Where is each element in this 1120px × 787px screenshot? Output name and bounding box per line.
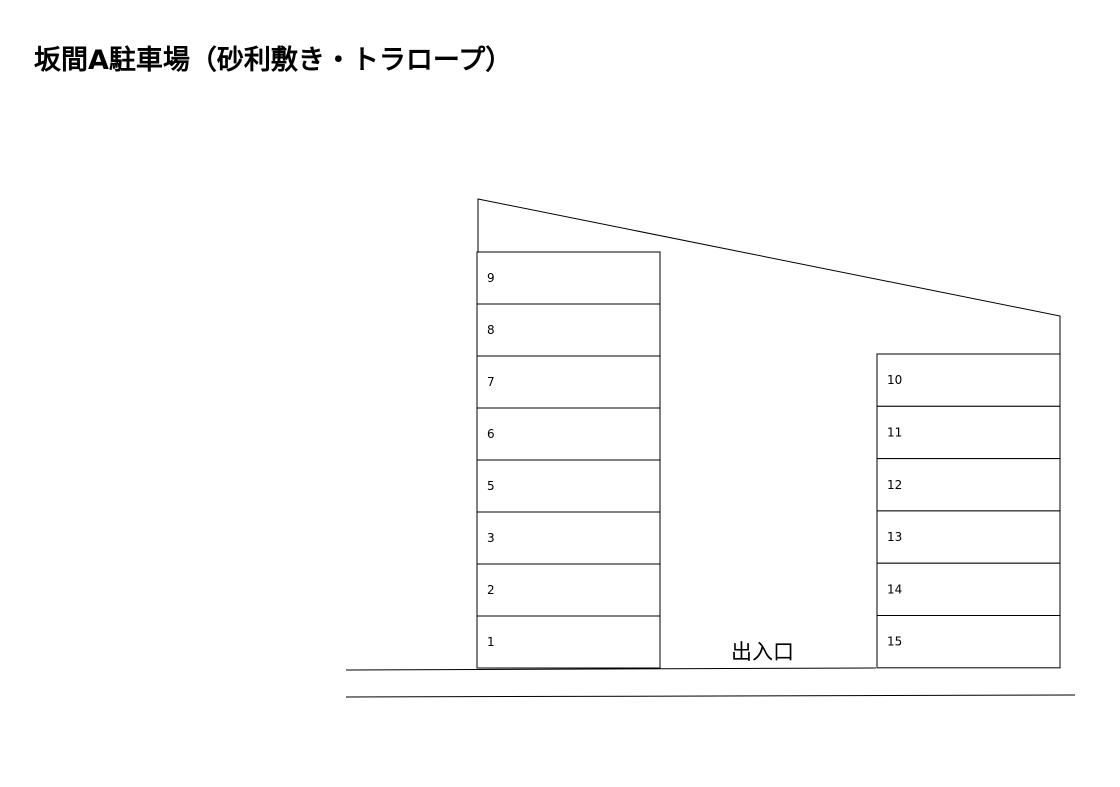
parking-slot bbox=[476, 407, 661, 461]
parking-slot-number: 2 bbox=[487, 583, 495, 597]
parking-slot bbox=[876, 353, 1061, 407]
parking-slot bbox=[476, 303, 661, 357]
parking-slot bbox=[476, 459, 661, 513]
entrance-label: 出入口 bbox=[731, 640, 794, 664]
parking-slot bbox=[876, 615, 1061, 669]
parking-slot-number: 6 bbox=[487, 427, 495, 441]
road-line-upper bbox=[345, 667, 877, 671]
parking-slot-number: 5 bbox=[487, 479, 495, 493]
parking-slot-number: 12 bbox=[887, 478, 902, 492]
parking-slot bbox=[876, 405, 1061, 460]
parking-slot-number: 7 bbox=[487, 375, 495, 389]
parking-slot-number: 13 bbox=[887, 530, 902, 544]
parking-slot-number: 14 bbox=[887, 582, 902, 596]
parking-slot bbox=[476, 251, 661, 305]
parking-slot-number: 8 bbox=[487, 323, 495, 337]
parking-slot-number: 15 bbox=[887, 635, 902, 649]
parking-slot bbox=[476, 615, 661, 669]
parking-slot bbox=[876, 458, 1061, 512]
parking-slot bbox=[876, 510, 1061, 564]
parking-slot bbox=[876, 562, 1061, 617]
lot-boundary bbox=[477, 198, 1061, 355]
left-slot-column: 9 8 7 6 5 3 2 1 bbox=[476, 251, 661, 669]
parking-slot-number: 3 bbox=[487, 531, 495, 545]
parking-slot-number: 9 bbox=[487, 271, 495, 285]
parking-slot bbox=[476, 355, 661, 409]
parking-slot-number: 11 bbox=[887, 425, 902, 439]
parking-slot bbox=[476, 563, 661, 617]
right-slot-column: 10 11 12 13 14 15 bbox=[876, 353, 1061, 669]
parking-slot bbox=[476, 511, 661, 565]
parking-slot-number: 10 bbox=[887, 373, 902, 387]
page-title: 坂間A駐車場（砂利敷き・トラロープ） bbox=[34, 45, 513, 76]
parking-slot-number: 1 bbox=[487, 635, 495, 649]
road-line-lower bbox=[345, 694, 1076, 698]
